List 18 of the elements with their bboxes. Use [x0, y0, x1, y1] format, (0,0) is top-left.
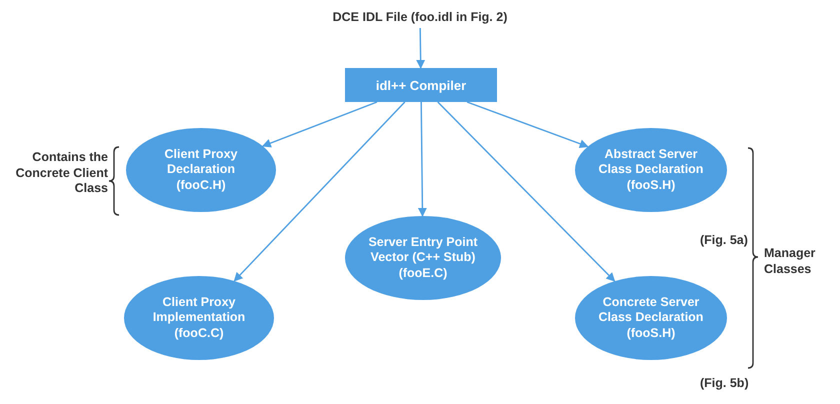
bracket-note: Contains the Concrete Client Class: [14, 150, 108, 197]
node-text: idl++ Compiler: [376, 78, 466, 92]
node-text: Abstract Server Class Declaration (fooS.H): [598, 146, 704, 194]
arrow: [262, 101, 378, 148]
arrow: [418, 102, 427, 217]
node-text: Server Entry Point Vector (C++ Stub) (fooE.C): [367, 234, 479, 282]
arrow: [234, 102, 406, 282]
figure-reference: (Fig. 5b): [700, 376, 750, 392]
arrow: [416, 28, 426, 69]
compiler-box: [345, 68, 497, 102]
arrow: [437, 102, 616, 282]
figure-reference: (Fig. 5a): [700, 233, 749, 249]
node-text: Concrete Server Class Declaration (fooS.H): [598, 294, 704, 342]
bracket-note: Manager Classes: [764, 246, 816, 278]
arrow: [466, 101, 589, 148]
node-text: Client Proxy Declaration (fooC.H): [164, 146, 238, 194]
file-label: DCE IDL File (foo.idl in Fig. 2): [332, 10, 508, 24]
node-text: Client Proxy Implementation (fooC.C): [152, 294, 246, 342]
